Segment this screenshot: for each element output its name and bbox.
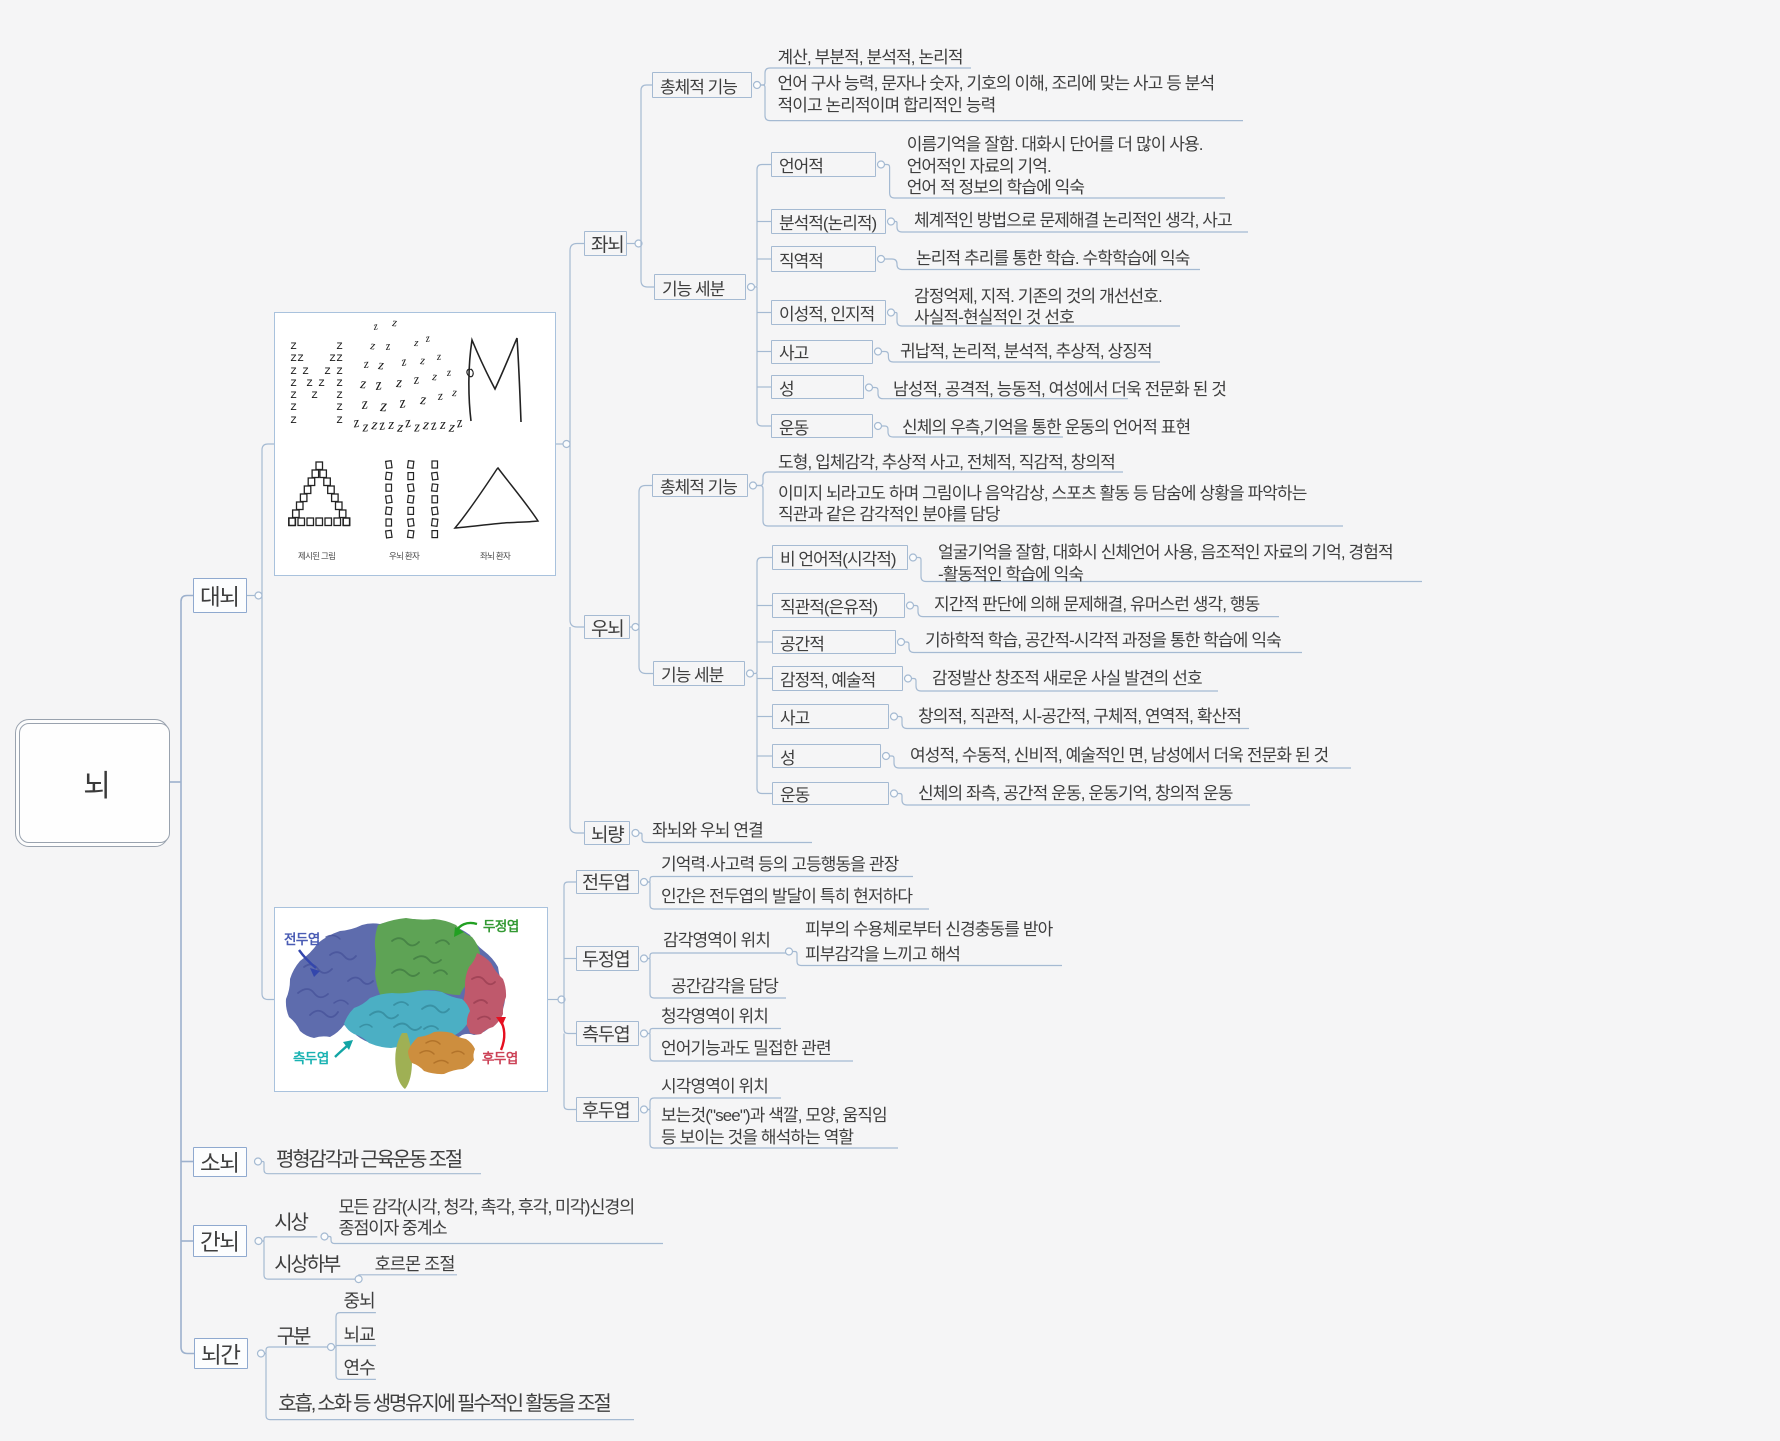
- svg-text:z: z: [336, 364, 343, 378]
- svg-text:z: z: [370, 417, 379, 434]
- svg-text:z: z: [302, 364, 309, 378]
- svg-text:z: z: [387, 417, 394, 433]
- svg-text:z: z: [419, 353, 426, 367]
- svg-text:z: z: [436, 388, 443, 403]
- svg-text:z: z: [421, 417, 430, 434]
- svg-text:z: z: [336, 351, 343, 365]
- svg-text:z: z: [290, 339, 297, 353]
- svg-text:z: z: [318, 376, 325, 390]
- svg-text:z: z: [290, 400, 297, 414]
- svg-text:z: z: [455, 415, 464, 432]
- svg-text:후두엽: 후두엽: [482, 1051, 518, 1066]
- svg-text:z: z: [329, 351, 336, 365]
- svg-text:z: z: [377, 417, 386, 434]
- svg-text:z: z: [336, 376, 343, 390]
- svg-text:z: z: [297, 351, 304, 365]
- svg-text:z: z: [399, 353, 408, 369]
- svg-text:z: z: [413, 337, 420, 349]
- svg-text:z: z: [336, 400, 343, 414]
- svg-text:z: z: [290, 388, 297, 402]
- svg-text:z: z: [324, 364, 331, 378]
- svg-text:z: z: [419, 392, 427, 409]
- svg-text:z: z: [362, 356, 369, 371]
- svg-text:z: z: [290, 351, 297, 365]
- svg-text:z: z: [395, 375, 403, 391]
- svg-text:z: z: [397, 394, 407, 412]
- svg-text:z: z: [359, 376, 367, 393]
- svg-text:z: z: [290, 413, 297, 427]
- svg-text:전두엽: 전두엽: [284, 931, 320, 947]
- svg-text:z: z: [431, 369, 438, 384]
- svg-text:우뇌 환자: 우뇌 환자: [389, 551, 420, 561]
- svg-text:z: z: [379, 396, 388, 416]
- svg-text:z: z: [412, 373, 420, 389]
- svg-text:z: z: [311, 388, 318, 402]
- svg-text:z: z: [371, 320, 379, 333]
- svg-text:z: z: [290, 364, 297, 378]
- svg-text:두정엽: 두정엽: [483, 918, 519, 934]
- svg-text:z: z: [436, 351, 443, 363]
- svg-text:z: z: [424, 332, 432, 345]
- svg-text:z: z: [336, 388, 343, 402]
- svg-text:좌뇌 환자: 좌뇌 환자: [480, 551, 511, 561]
- svg-text:z: z: [373, 376, 383, 394]
- svg-text:측두엽: 측두엽: [293, 1051, 329, 1066]
- svg-text:z: z: [445, 367, 452, 379]
- svg-text:z: z: [336, 413, 343, 427]
- svg-text:z: z: [429, 417, 438, 434]
- svg-text:z: z: [351, 415, 360, 432]
- svg-text:z: z: [413, 419, 420, 435]
- svg-text:z: z: [361, 419, 368, 435]
- svg-text:z: z: [360, 395, 369, 413]
- svg-text:z: z: [403, 415, 412, 432]
- svg-text:z: z: [439, 417, 446, 433]
- svg-text:z: z: [377, 358, 386, 374]
- svg-text:z: z: [396, 419, 405, 436]
- svg-text:z: z: [447, 419, 456, 436]
- svg-text:z: z: [451, 385, 458, 399]
- svg-text:z: z: [306, 376, 313, 390]
- svg-text:z: z: [391, 315, 398, 330]
- svg-text:z: z: [336, 339, 343, 353]
- svg-text:z: z: [290, 376, 297, 390]
- svg-text:제시된 그림: 제시된 그림: [298, 551, 335, 561]
- svg-text:z: z: [369, 338, 377, 353]
- svg-text:z: z: [384, 339, 391, 354]
